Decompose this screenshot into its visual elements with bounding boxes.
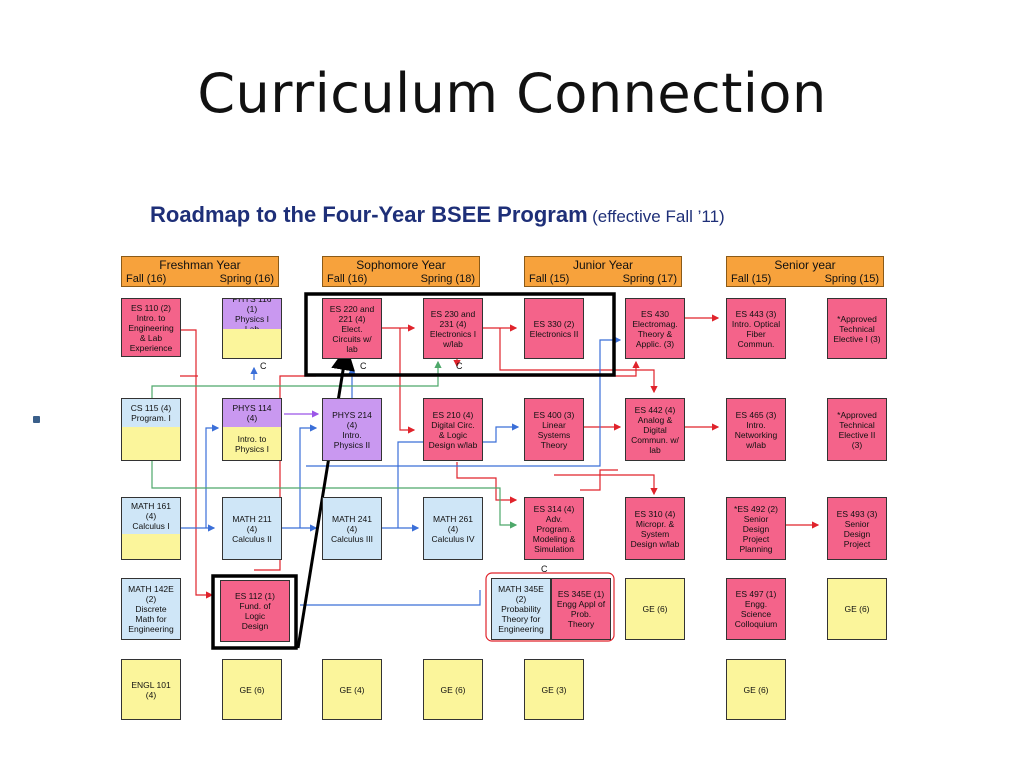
course-math161: MATH 161 (4) Calculus I [121, 497, 181, 560]
year-header-freshman: Freshman Year Fall (16) Spring (16) [121, 256, 279, 287]
course-es330: ES 330 (2) Electronics II [524, 298, 584, 359]
corequisite-label: C [360, 361, 367, 371]
spring-credits: Spring (18) [420, 273, 475, 285]
arrow-math211-phys214 [299, 424, 318, 528]
course-es230: ES 230 and 231 (4) Electronics I w/lab [423, 298, 483, 359]
highlight-box-es112 [211, 574, 298, 650]
course-es210: ES 210 (4) Digital Circ. & Logic Design … [423, 398, 483, 461]
year-header-senior: Senior year Fall (15) Spring (15) [726, 256, 884, 287]
course-math345e: MATH 345E (2) Probability Theory for Eng… [491, 578, 551, 640]
course-ge6-soph-spring: GE (6) [423, 659, 483, 720]
course-math241: MATH 241 (4) Calculus III [322, 497, 382, 560]
fall-credits: Fall (16) [327, 273, 368, 285]
highlight-box-electronics [304, 292, 616, 377]
math345e-es345e-group [485, 572, 615, 642]
course-phys114-label: PHYS 114 (4) [223, 399, 281, 427]
fall-credits: Fall (15) [529, 273, 570, 285]
spring-credits: Spring (16) [219, 273, 274, 285]
arrow-es230-es442 [499, 328, 658, 394]
course-es465: ES 465 (3) Intro. Networking w/lab [726, 398, 786, 461]
roadmap-main-title: Roadmap to the Four-Year BSEE Program [150, 202, 588, 227]
roadmap-subtitle: (effective Fall ’11) [592, 207, 725, 226]
year-name: Sophomore Year [356, 258, 446, 272]
year-name: Junior Year [572, 258, 634, 272]
course-phys116-fill [223, 329, 281, 358]
line-es314-es442 [580, 469, 618, 491]
roadmap-title: Roadmap to the Four-Year BSEE Program (e… [150, 202, 725, 228]
arrow-es110-es112 [180, 329, 214, 599]
course-es400: ES 400 (3) Linear Systems Theory [524, 398, 584, 461]
course-es220: ES 220 and 221 (4) Elect. Circuits w/ la… [322, 298, 382, 359]
course-phys114-sub: Intro. to Physics I [223, 427, 281, 460]
course-elective-1: *Approved Technical Elective I (3) [827, 298, 887, 359]
course-cs115: CS 115 (4) Program. I [121, 398, 181, 461]
course-cs115-label: CS 115 (4) Program. I [122, 399, 180, 427]
course-ge3: GE (3) [524, 659, 584, 720]
corequisite-label: C [541, 564, 548, 574]
course-engl101: ENGL 101 (4) [121, 659, 181, 720]
course-es497: ES 497 (1) Engg. Science Colloquium [726, 578, 786, 640]
course-cs115-fill [122, 427, 180, 460]
course-ge6-junior-spring: GE (6) [625, 578, 685, 640]
course-es110: ES 110 (2) Intro. to Engineering & Lab E… [121, 298, 181, 357]
course-es430: ES 430 Electromag. Theory & Applic. (3) [625, 298, 685, 359]
course-es345e: ES 345E (1) Engg Appl of Prob. Theory [551, 578, 611, 640]
arrow-cs115-es314 [151, 460, 518, 529]
arrow-es210-es314 [456, 462, 518, 504]
year-name: Senior year [774, 258, 836, 272]
line-es112-up [254, 375, 316, 571]
corequisite-label: C [260, 361, 267, 371]
course-phys114: PHYS 114 (4) Intro. to Physics I [222, 398, 282, 461]
arrow-to-es430-blue [306, 336, 622, 467]
course-es314: ES 314 (4) Adv. Program. Modeling & Simu… [524, 497, 584, 560]
spring-credits: Spring (15) [824, 273, 879, 285]
fall-credits: Fall (15) [731, 273, 772, 285]
arrow-cs115-es230 [151, 360, 442, 398]
arrow-math-es400 [397, 423, 520, 528]
course-math161-fill [122, 534, 180, 559]
course-es493: ES 493 (3) Senior Design Project [827, 497, 887, 560]
year-header-sophomore: Sophomore Year Fall (16) Spring (18) [322, 256, 480, 287]
course-math261: MATH 261 (4) Calculus IV [423, 497, 483, 560]
year-name: Freshman Year [159, 258, 241, 272]
slide-title: Curriculum Connection [197, 62, 827, 125]
course-ge4: GE (4) [322, 659, 382, 720]
course-elective-2: *Approved Technical Elective II (3) [827, 398, 887, 461]
arrow-es220-es210 [399, 328, 416, 434]
line-es112-math345e [300, 590, 481, 606]
course-math161-label: MATH 161 (4) Calculus I [122, 498, 180, 534]
course-math142e: MATH 142E (2) Discrete Math for Engineer… [121, 578, 181, 640]
arrow-es210-es310 [554, 474, 658, 496]
course-phys116-label: PHYS 116 (1) Physics I Lab [223, 299, 281, 334]
corequisite-label: C [456, 361, 463, 371]
course-es310: ES 310 (4) Micropr. & System Design w/la… [625, 497, 685, 560]
fall-credits: Fall (16) [126, 273, 167, 285]
arrow-math161-phys114 [205, 424, 220, 528]
course-ge6-fresh-spring: GE (6) [222, 659, 282, 720]
course-es442: ES 442 (4) Analog & Digital Commun. w/ l… [625, 398, 685, 461]
course-es443: ES 443 (3) Intro. Optical Fiber Commun. [726, 298, 786, 359]
course-ge6-senior-spring: GE (6) [827, 578, 887, 640]
bullet-marker [33, 416, 40, 423]
course-phys214: PHYS 214 (4) Intro. Physics II [322, 398, 382, 461]
course-math211: MATH 211 (4) Calculus II [222, 497, 282, 560]
course-phys116: PHYS 116 (1) Physics I Lab [222, 298, 282, 359]
course-es112: ES 112 (1) Fund. of Logic Design [220, 580, 290, 642]
spring-credits: Spring (17) [622, 273, 677, 285]
course-es492: *ES 492 (2) Senior Design Project Planni… [726, 497, 786, 560]
course-ge6-senior-fall: GE (6) [726, 659, 786, 720]
year-header-junior: Junior Year Fall (15) Spring (17) [524, 256, 682, 287]
